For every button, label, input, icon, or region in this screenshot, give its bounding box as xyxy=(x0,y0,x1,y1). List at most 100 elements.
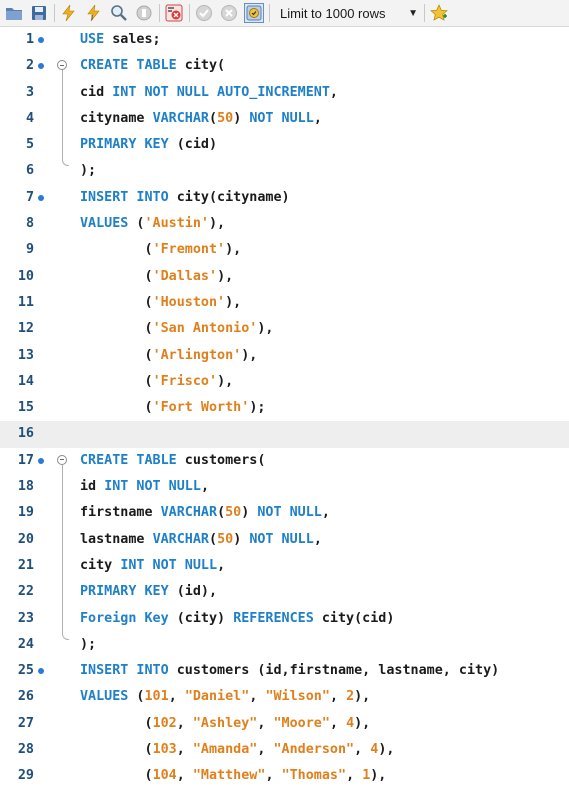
string-token: "Moore" xyxy=(273,715,330,731)
identifier-token: , xyxy=(354,742,371,758)
code-line[interactable]: 12 ('San Antonio'), xyxy=(0,316,569,342)
string-token: "Anderson" xyxy=(273,742,355,758)
line-number: 8 xyxy=(25,216,34,232)
identifier-token: ), xyxy=(378,742,395,758)
code-text: firstname VARCHAR(50) NOT NULL, xyxy=(80,500,330,526)
number-token: 4 xyxy=(346,715,355,731)
identifier-token: ( xyxy=(209,110,218,126)
svg-text:I: I xyxy=(91,14,93,22)
bookmark-icon[interactable] xyxy=(429,3,449,23)
code-line[interactable]: 24); xyxy=(0,631,569,658)
keyword-token: INT NOT NULL xyxy=(104,479,201,495)
identifier-token: , xyxy=(329,689,347,705)
line-number: 26 xyxy=(17,689,34,705)
code-line[interactable]: 14 ('Frisco'), xyxy=(0,369,569,395)
keyword-token: REFERENCES xyxy=(233,610,314,626)
code-line[interactable]: 11 ('Houston'), xyxy=(0,290,569,316)
identifier-token: (cid) xyxy=(168,137,218,153)
fold-guide xyxy=(62,132,63,159)
line-number: 1 xyxy=(25,32,34,47)
toolbar-separator xyxy=(189,4,190,22)
code-line[interactable]: 27 (102, "Ashley", "Moore", 4), xyxy=(0,711,569,737)
code-line[interactable]: 10 ('Dallas'), xyxy=(0,264,569,290)
statement-marker-icon xyxy=(38,194,44,201)
keyword-token: INSERT INTO xyxy=(80,663,169,679)
fold-collapse-icon[interactable] xyxy=(57,60,67,71)
code-text: CREATE TABLE city( xyxy=(80,53,225,79)
identifier-token: , xyxy=(257,715,274,731)
identifier-token: ) xyxy=(241,505,258,521)
line-number: 29 xyxy=(17,768,34,784)
identifier-token: ( xyxy=(80,742,153,758)
code-line[interactable]: 16 xyxy=(0,421,569,448)
identifier-token: ), xyxy=(257,321,274,337)
save-icon[interactable] xyxy=(29,3,49,23)
sql-editor-toolbar: I Limit to 1000 rows ▼ xyxy=(0,0,569,27)
open-folder-icon[interactable] xyxy=(4,3,24,23)
keyword-token: NOT NULL xyxy=(257,505,322,521)
identifier-token: ), xyxy=(225,242,242,258)
line-number: 22 xyxy=(17,584,34,600)
identifier-token: ), xyxy=(217,268,234,284)
string-token: "Ashley" xyxy=(192,715,258,731)
identifier-token: ( xyxy=(80,768,153,784)
toolbar-separator xyxy=(54,4,55,22)
identifier-token: ) xyxy=(233,531,250,547)
commit-icon[interactable] xyxy=(194,3,214,23)
limit-rows-label: Limit to 1000 rows xyxy=(280,5,386,21)
line-number: 27 xyxy=(17,715,34,731)
code-line[interactable]: 6); xyxy=(0,158,569,184)
toggle-error-icon[interactable] xyxy=(164,3,184,23)
number-token: 104 xyxy=(152,768,177,784)
autocommit-icon[interactable] xyxy=(244,3,264,23)
code-line[interactable]: 13 ('Arlington'), xyxy=(0,343,569,369)
identifier-token: ( xyxy=(128,216,145,232)
fold-collapse-icon[interactable] xyxy=(57,454,67,465)
line-number: 3 xyxy=(25,84,34,100)
execute-icon[interactable] xyxy=(59,3,79,23)
identifier-token: cityname xyxy=(80,110,153,126)
rollback-icon[interactable] xyxy=(219,3,239,23)
keyword-token: VARCHAR xyxy=(152,110,209,126)
line-number: 5 xyxy=(25,137,34,153)
identifier-token: , xyxy=(265,768,282,784)
identifier-token: (city) xyxy=(168,610,234,626)
code-line[interactable]: 29 (104, "Matthew", "Thomas", 1), xyxy=(0,763,569,789)
number-token: 103 xyxy=(152,742,177,758)
identifier-token: ( xyxy=(80,321,153,337)
identifier-token: city(cityname) xyxy=(168,189,290,205)
stop-icon[interactable] xyxy=(134,3,154,23)
explain-icon[interactable] xyxy=(109,3,129,23)
identifier-token: , xyxy=(176,715,193,731)
execute-current-icon[interactable]: I xyxy=(84,3,104,23)
string-token: "Thomas" xyxy=(281,768,347,784)
number-token: 50 xyxy=(217,531,234,547)
line-number: 23 xyxy=(17,610,34,626)
code-text: ('Dallas'), xyxy=(80,264,233,290)
code-line[interactable]: 9 ('Fremont'), xyxy=(0,237,569,263)
code-text: id INT NOT NULL, xyxy=(80,474,209,500)
string-token: "Daniel" xyxy=(184,689,250,705)
code-line[interactable]: 28 (103, "Amanda", "Anderson", 4), xyxy=(0,737,569,763)
identifier-token: city( xyxy=(176,58,226,74)
limit-rows-dropdown[interactable]: Limit to 1000 rows ▼ xyxy=(274,3,424,23)
code-line[interactable]: 15 ('Fort Worth'); xyxy=(0,395,569,421)
keyword-token: USE xyxy=(80,32,105,47)
